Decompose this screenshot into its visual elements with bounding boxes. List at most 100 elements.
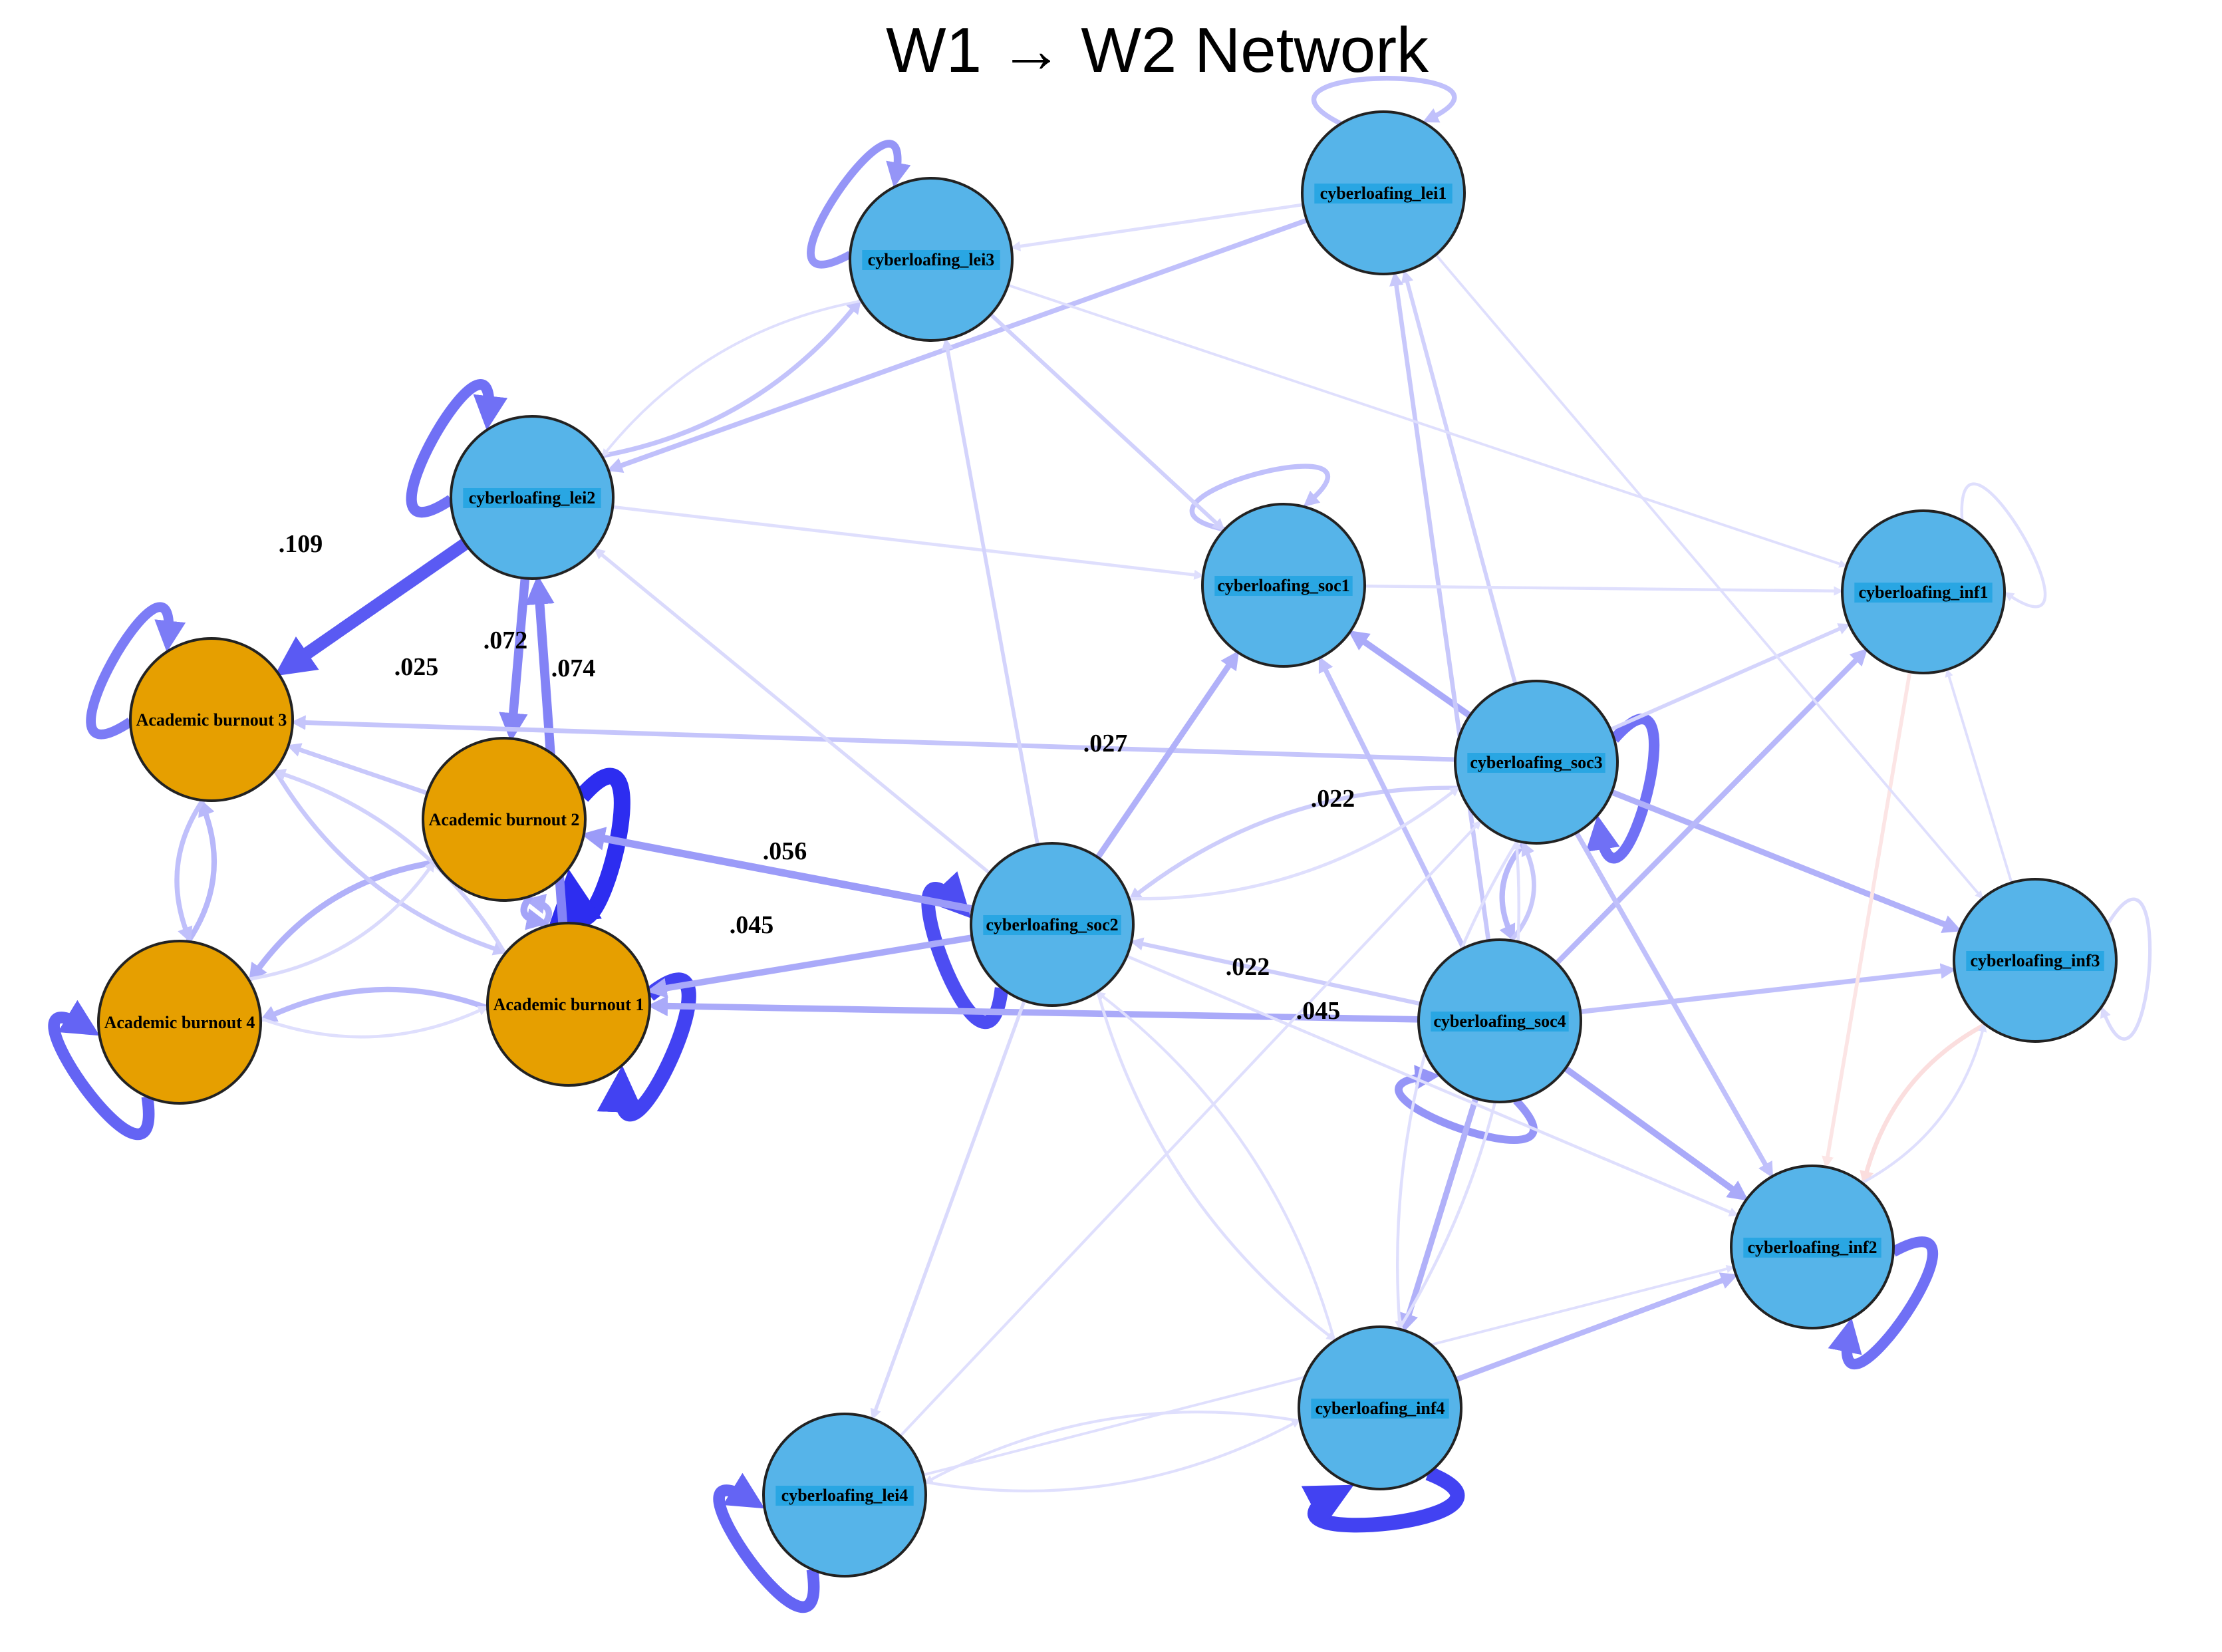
self-loop-inf1 xyxy=(1960,482,2047,609)
edge-soc2-to-ab1 xyxy=(646,934,973,998)
edge-inf4-to-lei4 xyxy=(924,1411,1300,1484)
edge-lei3-to-inf1 xyxy=(1008,283,1848,568)
node-ab3: Academic burnout 3 xyxy=(129,637,294,802)
edge-label-ab2-to-ab3: .025 xyxy=(394,653,439,681)
node-label-soc3: cyberloafing_soc3 xyxy=(1470,753,1602,772)
edge-soc3-to-soc2 xyxy=(1128,785,1460,901)
self-loop-inf2 xyxy=(1828,1236,1939,1370)
node-ab2: Academic burnout 2 xyxy=(422,737,587,902)
edge-label-soc2-to-ab1: .045 xyxy=(730,911,774,939)
edge-soc2-to-inf2 xyxy=(1126,954,1739,1217)
node-label-ab3: Academic burnout 3 xyxy=(136,710,287,730)
edge-lei2-to-lei3 xyxy=(601,298,862,458)
edge-inf3-to-inf2 xyxy=(1860,1022,1987,1186)
node-ab4: Academic burnout 4 xyxy=(97,940,262,1105)
node-label-inf4: cyberloafing_inf4 xyxy=(1316,1399,1445,1418)
edge-ab2-to-ab3 xyxy=(287,743,428,795)
node-label-highlight-lei4 xyxy=(775,1486,914,1506)
node-inf2: cyberloafing_inf2 xyxy=(1730,1165,1895,1329)
node-lei3: cyberloafing_lei3 xyxy=(849,177,1014,342)
self-loop-ab4 xyxy=(48,1000,155,1141)
edge-soc4-to-inf2 xyxy=(1564,1065,1749,1201)
self-loop-lei2 xyxy=(406,379,508,518)
edge-soc2-to-lei2 xyxy=(593,548,991,875)
node-label-highlight-lei1 xyxy=(1314,184,1453,204)
self-loop-ab3 xyxy=(86,602,186,740)
edge-ab4-to-ab3 xyxy=(186,798,217,943)
edge-lei2-to-soc1 xyxy=(612,505,1204,580)
edge-inf1-to-inf2 xyxy=(1822,671,1912,1169)
node-label-highlight-lei3 xyxy=(862,250,1000,270)
edge-soc4-to-inf3 xyxy=(1580,963,1957,1014)
edge-label-lei2-to-ab3: .109 xyxy=(279,530,323,558)
node-label-highlight-soc1 xyxy=(1214,576,1353,596)
node-label-highlight-soc4 xyxy=(1431,1012,1569,1032)
edge-ab2-to-ab4 xyxy=(248,859,436,983)
edge-lei1-to-inf3 xyxy=(1435,253,1983,900)
node-label-soc2: cyberloafing_soc2 xyxy=(986,915,1118,934)
node-circle-ab3 xyxy=(129,637,294,802)
edge-soc4-to-ab1 xyxy=(647,996,1419,1023)
node-label-highlight-inf3 xyxy=(1966,951,2104,971)
edge-soc3-to-inf1 xyxy=(1609,623,1851,732)
node-label-ab4: Academic burnout 4 xyxy=(104,1013,255,1032)
self-loop-soc2 xyxy=(921,871,1009,1029)
nodes-layer: cyberloafing_lei1 cyberloafing_lei3cyberl… xyxy=(97,110,2118,1578)
node-label-lei2: cyberloafing_lei2 xyxy=(469,488,596,507)
node-lei4: cyberloafing_lei4 xyxy=(762,1413,927,1578)
node-circle-ab4 xyxy=(97,940,262,1105)
node-inf4: cyberloafing_inf4 xyxy=(1298,1325,1462,1490)
node-label-highlight-inf1 xyxy=(1854,583,1993,603)
edge-labels-layer: .109.072.074.025.056.045.027.022.022.045 xyxy=(279,530,1355,1025)
edges-layer xyxy=(174,203,2013,1492)
node-label-lei4: cyberloafing_lei4 xyxy=(781,1486,908,1505)
edge-ab2-to-ab1 xyxy=(520,893,549,930)
edge-ab4-to-ab2 xyxy=(248,860,436,981)
edge-soc2-to-inf4 xyxy=(1096,991,1336,1341)
edge-label-soc3-to-ab3: .027 xyxy=(1083,730,1128,757)
edge-label-lei2-to-ab2: .072 xyxy=(484,626,528,654)
node-circle-ab2 xyxy=(422,737,587,902)
node-circle-ab1 xyxy=(486,922,651,1087)
edge-soc2-to-ab2 xyxy=(581,827,974,913)
node-label-ab2: Academic burnout 2 xyxy=(429,810,580,829)
self-loops-layer xyxy=(48,76,2152,1613)
edge-label-soc2-to-ab2: .056 xyxy=(763,837,807,865)
node-label-soc4: cyberloafing_soc4 xyxy=(1433,1012,1566,1031)
diagram-title: W1 → W2 Network xyxy=(886,15,1429,86)
node-label-ab1: Academic burnout 1 xyxy=(493,995,644,1014)
edge-lei1-to-lei2 xyxy=(607,217,1308,474)
edge-soc3-to-inf2 xyxy=(1574,831,1774,1178)
node-soc4: cyberloafing_soc4 xyxy=(1417,938,1582,1103)
node-lei1: cyberloafing_lei1 xyxy=(1301,110,1466,275)
edge-lei2-to-ab3 xyxy=(274,538,470,676)
edge-soc2-to-soc1 xyxy=(1095,650,1240,859)
node-label-inf2: cyberloafing_inf2 xyxy=(1748,1238,1877,1257)
edge-soc2-to-soc3 xyxy=(1129,786,1460,900)
edge-inf4-to-inf2 xyxy=(1455,1272,1738,1383)
self-loop-lei4 xyxy=(713,1472,820,1613)
self-loop-inf4 xyxy=(1301,1466,1465,1533)
self-loop-inf3 xyxy=(2100,897,2152,1041)
edge-ab3-to-ab1 xyxy=(273,769,508,956)
edge-soc3-to-ab3 xyxy=(291,715,1456,762)
self-loop-ab2 xyxy=(549,767,630,926)
node-label-inf3: cyberloafing_inf3 xyxy=(1971,951,2100,970)
edge-lei3-to-soc1 xyxy=(989,313,1226,531)
edge-soc2-to-lei4 xyxy=(870,1000,1026,1421)
node-ab1: Academic burnout 1 xyxy=(486,922,651,1087)
self-loop-soc1 xyxy=(1189,464,1331,532)
node-label-lei1: cyberloafing_lei1 xyxy=(1320,184,1447,203)
edge-lei2-to-ab2 xyxy=(499,577,530,742)
edge-ab1-to-ab3 xyxy=(273,768,507,955)
edge-ab4-to-ab1 xyxy=(260,1006,489,1039)
edge-lei3-to-lei2 xyxy=(601,299,862,458)
node-lei2: cyberloafing_lei2 xyxy=(450,415,615,580)
self-loop-ab1 xyxy=(597,972,696,1122)
edge-soc3-to-inf3 xyxy=(1610,789,1962,933)
edge-soc4-to-lei1 xyxy=(1389,271,1491,941)
node-inf3: cyberloafing_inf3 xyxy=(1953,878,2118,1043)
node-label-highlight-soc2 xyxy=(983,915,1121,935)
edge-soc2-to-lei3 xyxy=(941,337,1040,845)
